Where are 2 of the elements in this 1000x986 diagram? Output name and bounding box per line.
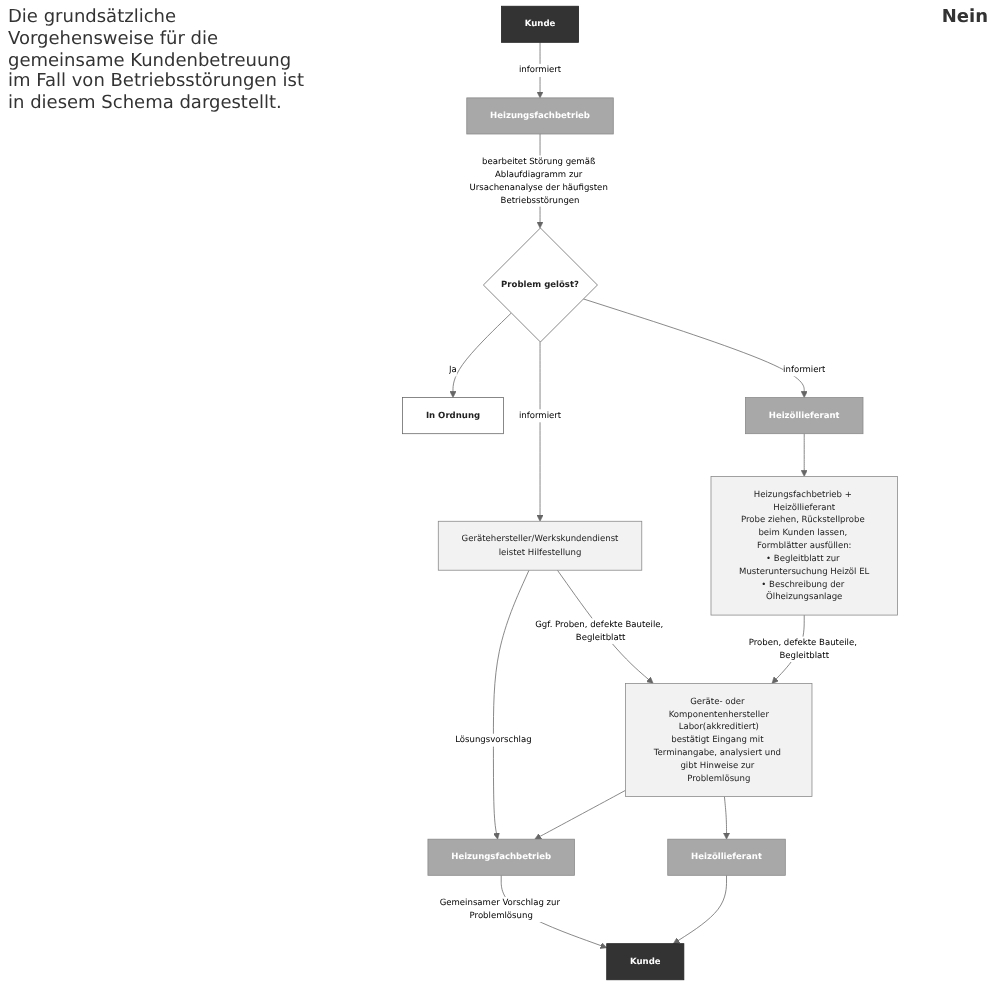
- caption-text: Die grundsätzliche Vorgehensweise für die gemeinsame Kundenbetreuung im Fall von Betriebsstörungen ist in diesem Schema dargestellt.: [8, 8, 306, 116]
- note-label: Nein: [941, 8, 988, 28]
